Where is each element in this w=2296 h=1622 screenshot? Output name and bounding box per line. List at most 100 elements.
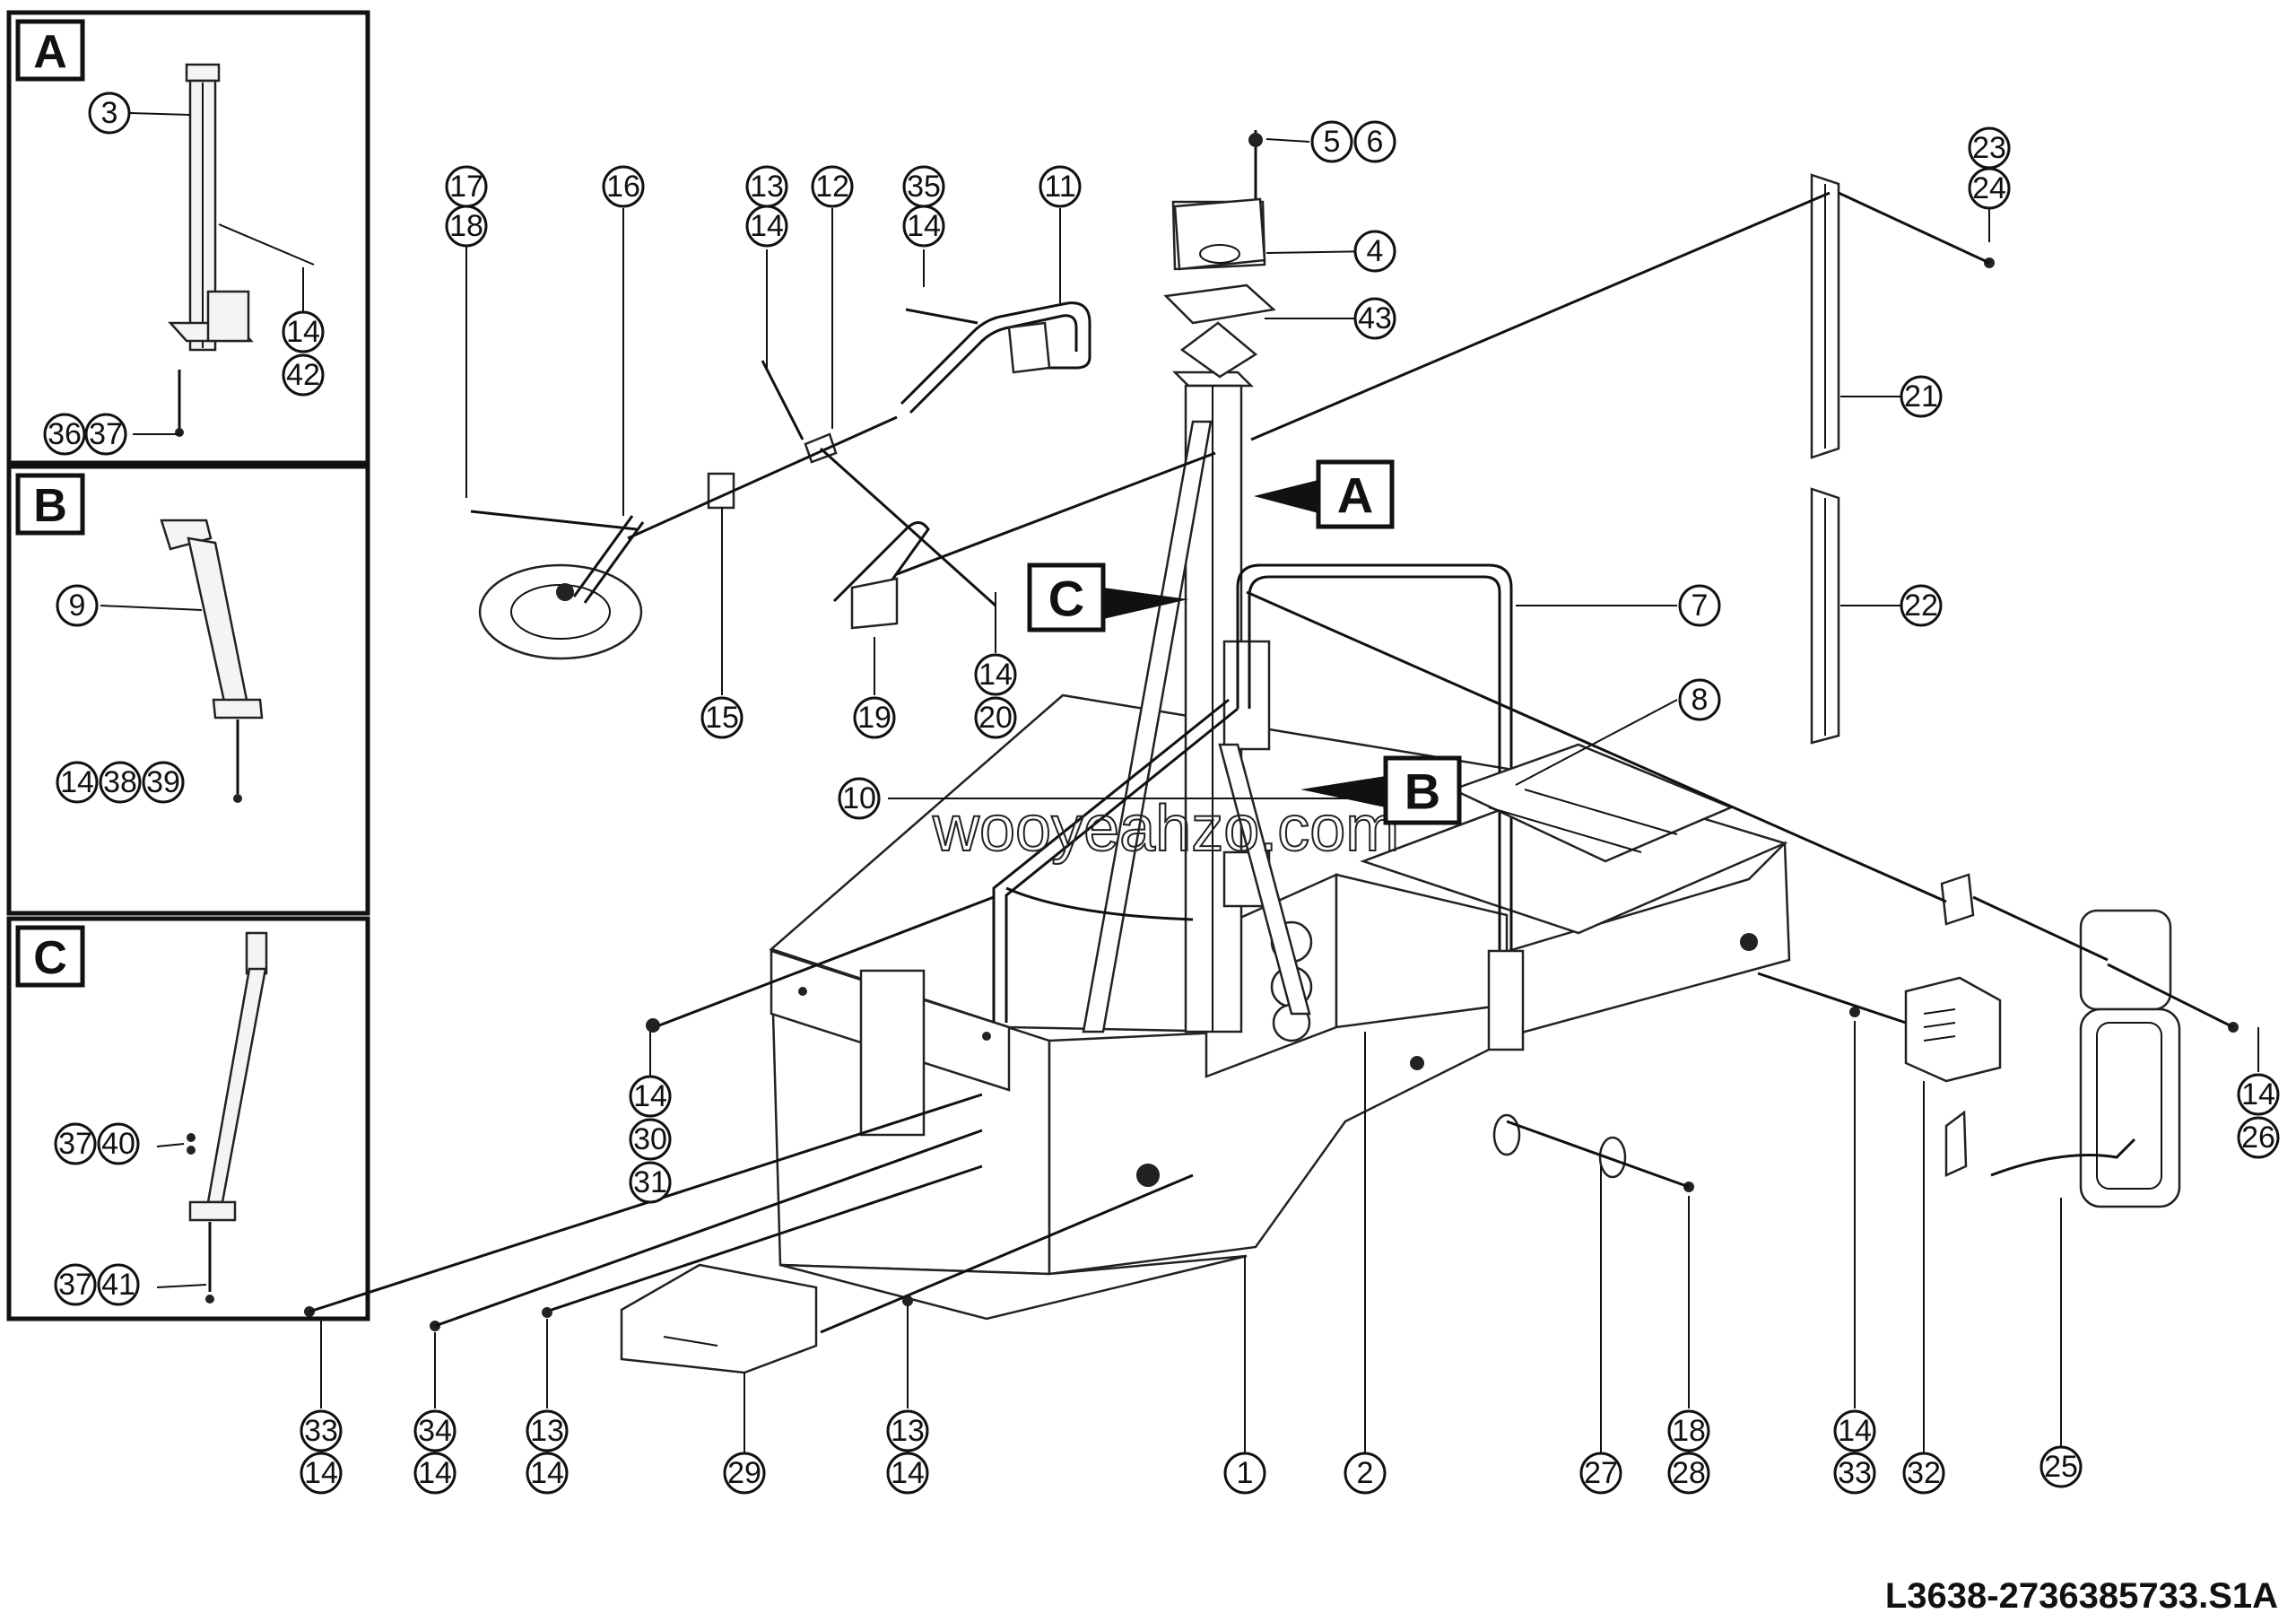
callout-29: 29: [723, 1452, 766, 1495]
panel-tags: A B C: [15, 19, 85, 988]
panel-tag-a: A: [15, 19, 85, 82]
svg-text:38: 38: [103, 765, 137, 799]
detail-panel-a: [6, 10, 370, 466]
svg-text:19: 19: [857, 701, 891, 735]
svg-text:34: 34: [418, 1414, 452, 1448]
callout-14: 14: [56, 761, 99, 804]
bolts: [304, 191, 2239, 1334]
callout-14: 14: [745, 205, 788, 248]
callout-10: 10: [838, 777, 881, 820]
svg-text:14: 14: [633, 1079, 667, 1113]
svg-text:39: 39: [146, 765, 180, 799]
svg-text:18: 18: [1672, 1414, 1706, 1448]
svg-text:16: 16: [606, 170, 640, 204]
svg-text:18: 18: [449, 209, 483, 243]
callout-3: 3: [88, 92, 131, 135]
pointer-tag-a: A: [1254, 459, 1395, 529]
pointer-tag-b: B: [1300, 755, 1462, 825]
reference-code: L3638-2736385733.S1A: [1885, 1576, 2278, 1616]
mirror-disc: [478, 515, 645, 660]
svg-text:C: C: [1048, 571, 1084, 627]
svg-text:17: 17: [449, 170, 483, 204]
panel-tag-b: B: [15, 473, 85, 536]
svg-text:2: 2: [1357, 1456, 1374, 1490]
svg-text:30: 30: [633, 1122, 667, 1156]
callout-30: 30: [629, 1118, 672, 1161]
callout-13: 13: [526, 1409, 569, 1452]
callout-1: 1: [1223, 1452, 1266, 1495]
svg-text:14: 14: [907, 209, 941, 243]
svg-text:14: 14: [60, 765, 94, 799]
svg-text:14: 14: [2241, 1077, 2275, 1112]
svg-text:3: 3: [101, 96, 118, 130]
svg-text:14: 14: [286, 315, 320, 349]
mirror-arm: [900, 301, 1091, 414]
callout-14: 14: [526, 1452, 569, 1495]
svg-text:21: 21: [1904, 379, 1938, 414]
svg-text:23: 23: [1972, 131, 2006, 165]
callout-20: 20: [974, 696, 1017, 739]
callout-11: 11: [1039, 165, 1082, 208]
callout-13: 13: [886, 1409, 929, 1452]
svg-text:28: 28: [1672, 1456, 1706, 1490]
svg-text:11: 11: [1044, 170, 1075, 204]
svg-text:13: 13: [750, 170, 784, 204]
callout-18: 18: [445, 205, 488, 248]
svg-text:25: 25: [2044, 1450, 2078, 1484]
big-mirror: [1940, 873, 2181, 1208]
panel-tag-c: C: [15, 925, 85, 988]
svg-text:27: 27: [1584, 1456, 1618, 1490]
svg-text:37: 37: [58, 1268, 92, 1302]
callout-27: 27: [1579, 1452, 1622, 1495]
callout-14: 14: [300, 1452, 343, 1495]
svg-text:B: B: [1405, 763, 1440, 820]
watermark: wooyeahzo.com: [932, 793, 1399, 865]
svg-text:14: 14: [418, 1456, 452, 1490]
callout-14: 14: [974, 653, 1017, 696]
svg-text:4: 4: [1367, 234, 1384, 268]
callout-21: 21: [1900, 375, 1943, 418]
svg-text:43: 43: [1358, 301, 1392, 336]
callout-5: 5: [1310, 120, 1353, 163]
inclined-brace: [1082, 420, 1311, 1033]
callout-26: 26: [2237, 1116, 2280, 1159]
side-rails: [1810, 173, 1840, 745]
svg-text:10: 10: [842, 781, 876, 815]
callout-41: 41: [97, 1263, 140, 1306]
callout-31: 31: [629, 1161, 672, 1204]
callout-14: 14: [886, 1452, 929, 1495]
svg-text:33: 33: [304, 1414, 338, 1448]
svg-text:24: 24: [1972, 171, 2006, 205]
callout-7: 7: [1678, 584, 1721, 627]
svg-text:C: C: [33, 932, 67, 984]
svg-text:26: 26: [2241, 1121, 2275, 1155]
svg-text:36: 36: [48, 417, 82, 451]
callout-37: 37: [54, 1122, 97, 1165]
assembly-lines: [470, 191, 1947, 903]
svg-text:13: 13: [530, 1414, 564, 1448]
callout-23: 23: [1968, 126, 2011, 170]
svg-text:31: 31: [633, 1165, 667, 1199]
svg-text:8: 8: [1692, 683, 1709, 717]
guard-29: [620, 1263, 818, 1374]
callout-12: 12: [811, 165, 854, 208]
cover-32: [1904, 976, 2002, 1083]
svg-text:14: 14: [1838, 1414, 1872, 1448]
callout-14: 14: [282, 310, 325, 353]
svg-text:22: 22: [1904, 589, 1938, 623]
svg-text:41: 41: [101, 1268, 135, 1302]
callout-18: 18: [1667, 1409, 1710, 1452]
svg-text:14: 14: [750, 209, 784, 243]
callout-36: 36: [43, 413, 86, 456]
callout-37: 37: [54, 1263, 97, 1306]
callout-14: 14: [629, 1075, 672, 1118]
callout-22: 22: [1900, 584, 1943, 627]
spacer: [707, 472, 735, 510]
callout-32: 32: [1902, 1452, 1945, 1495]
callout-15: 15: [700, 696, 744, 739]
svg-text:14: 14: [978, 658, 1013, 692]
callout-6: 6: [1353, 120, 1396, 163]
callout-13: 13: [745, 165, 788, 208]
svg-text:40: 40: [101, 1127, 135, 1161]
